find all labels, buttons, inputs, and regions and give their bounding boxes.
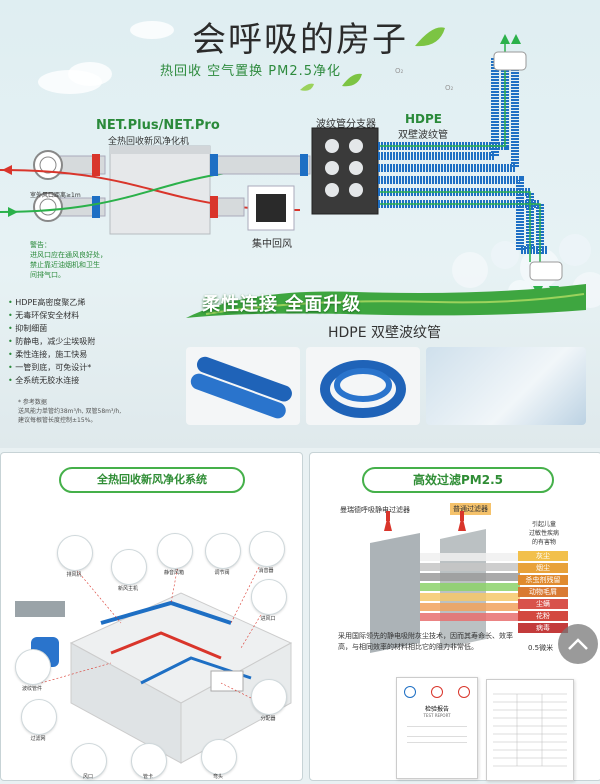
component-label: 静音风箱 (163, 570, 184, 576)
system-diagram-section: 会呼吸的房子 热回收 空气置换 PM2.5净化 (0, 0, 600, 448)
particle-item: 尘螨 (518, 599, 568, 609)
feature-item: 全系统无胶水连接 (8, 374, 95, 387)
component-icon (111, 549, 147, 585)
particle-list: 灰尘 烟尘 杀虫剂残留 动物毛屑 尘螨 花粉 病毒 (518, 551, 568, 635)
feature-item: 抑制细菌 (8, 322, 95, 335)
feature-item: HDPE高密度聚乙烯 (8, 296, 95, 309)
page-title: 会呼吸的房子 (192, 20, 408, 60)
hdpe-label: HDPE (405, 112, 442, 126)
test-report-table (486, 679, 574, 781)
component-label: 管卡 (142, 774, 153, 780)
outdoor-vent-icon (33, 192, 63, 222)
particle-item: 杀虫剂残留 (518, 575, 568, 585)
arrow-down-icon (458, 515, 466, 531)
reference-title: * 参考数据 (18, 399, 47, 406)
seal-icon (404, 686, 417, 698)
central-return-label: 集中回风 (252, 239, 292, 250)
component-icon (157, 533, 193, 569)
feature-item: 柔性连接，施工快易 (8, 348, 95, 361)
reference-line: 建议每根管长度控制±15%。 (18, 417, 97, 424)
component-icon (249, 531, 285, 567)
ceiling-vent-icon (493, 51, 527, 71)
upgrade-banner (186, 284, 586, 318)
seal-icon (457, 686, 470, 698)
unit-title: NET.Plus/NET.Pro (96, 118, 220, 133)
report-title: 检验报告 (424, 706, 449, 713)
component-label: 进风口 (260, 616, 276, 622)
banner-text: 柔性连接 全面升级 (202, 294, 362, 315)
filter-panel: 高效过滤PM2.5 曼瑞德呼吸静电过滤器 普通过滤器 引起儿童 过敏性疾病 的有… (309, 452, 600, 781)
component-icon (205, 533, 241, 569)
inlet-warning: 警告： 进风口应在通风良好处， 禁止靠近油烟机和卫生 间排气口。 (30, 241, 107, 279)
distributor-label: 波纹管分支器 (316, 119, 376, 130)
ceiling-vent-icon (529, 261, 563, 281)
component-icon (71, 743, 107, 779)
chevron-up-icon (568, 638, 588, 650)
system-panel: 全热回收新风净化系统 排风机 新风主机 静音风箱 调节阀 消音器 进风口 波纹管… (0, 452, 303, 781)
page-subtitle: 热回收 空气置换 PM2.5净化 (160, 64, 341, 79)
filter-illustration (370, 511, 520, 653)
allergen-heading: 引起儿童 过敏性疾病 的有害物 (528, 521, 559, 546)
component-icon (21, 699, 57, 735)
component-label: 弯头 (212, 774, 223, 780)
reference-note: * 参考数据 送风能力单管约38m³/h, 双管58m³/h, 建议每根管长度控… (18, 398, 188, 425)
component-icon (15, 649, 51, 685)
component-icon (251, 579, 287, 615)
seal-icon (430, 686, 443, 698)
distributor-box (311, 127, 379, 215)
outdoor-vent-icon (33, 150, 63, 180)
pipe-label: HDPE 双壁波纹管 (328, 325, 442, 341)
feature-item: 一管到底，可免设计* (8, 361, 95, 374)
test-report-cover: 检验报告 TEST REPORT (396, 677, 478, 779)
component-label: 新风主机 (117, 586, 138, 592)
leaf-icon (342, 73, 362, 87)
report-subtitle: TEST REPORT (423, 713, 451, 718)
main-unit-icon (15, 601, 65, 617)
particle-item: 花粉 (518, 611, 568, 621)
filter-description: 采用国际领先的静电吸附灰尘技术，因而其寿命长、效率高，与相同效率的材料相比它的阻… (338, 632, 513, 651)
particle-item: 烟尘 (518, 563, 568, 573)
feature-list: HDPE高密度聚乙烯 无毒环保安全材料 抑制细菌 防静电，减少尘埃吸附 柔性连接… (8, 296, 95, 387)
component-icon (251, 679, 287, 715)
component-label: 排风机 (66, 572, 82, 578)
system-panel-title: 全热回收新风净化系统 (59, 467, 245, 493)
reference-line: 送风能力单管约38m³/h, 双管58m³/h, (18, 408, 122, 415)
component-label: 过滤网 (30, 736, 46, 742)
granules-photo (426, 347, 586, 425)
component-label: 消音器 (258, 568, 274, 574)
filter-label-1: 曼瑞德呼吸静电过滤器 (340, 506, 410, 514)
particle-item: 动物毛屑 (518, 587, 568, 597)
particle-scale: 0.5微米 (528, 644, 554, 652)
feature-item: 无毒环保安全材料 (8, 309, 95, 322)
leaf-icon (415, 27, 445, 47)
scroll-top-button[interactable] (558, 624, 598, 664)
ventilation-unit (109, 145, 211, 235)
unit-subtitle: 全热回收新风净化机 (108, 137, 190, 147)
component-label: 调节阀 (214, 570, 230, 576)
component-icon (57, 535, 93, 571)
component-label: 分配器 (260, 716, 276, 722)
component-label: 风口 (82, 774, 93, 780)
feature-item: 防静电，减少尘埃吸附 (8, 335, 95, 348)
arrow-down-icon (384, 515, 392, 531)
pipe-photo (186, 347, 300, 425)
pipe-diagram: O₂ O₂ (0, 34, 563, 296)
svg-text:O₂: O₂ (445, 84, 454, 92)
coil-photo (306, 347, 420, 425)
component-icon (201, 739, 237, 775)
inlet-distance-note: 室外风口距离≥1m (30, 192, 81, 199)
particle-item: 病毒 (518, 623, 568, 633)
svg-text:O₂: O₂ (395, 67, 404, 75)
particle-item: 灰尘 (518, 551, 568, 561)
component-label: 波纹管件 (21, 686, 42, 692)
filter-panel-title: 高效过滤PM2.5 (362, 467, 554, 493)
hdpe-sublabel: 双壁波纹管 (398, 130, 448, 141)
